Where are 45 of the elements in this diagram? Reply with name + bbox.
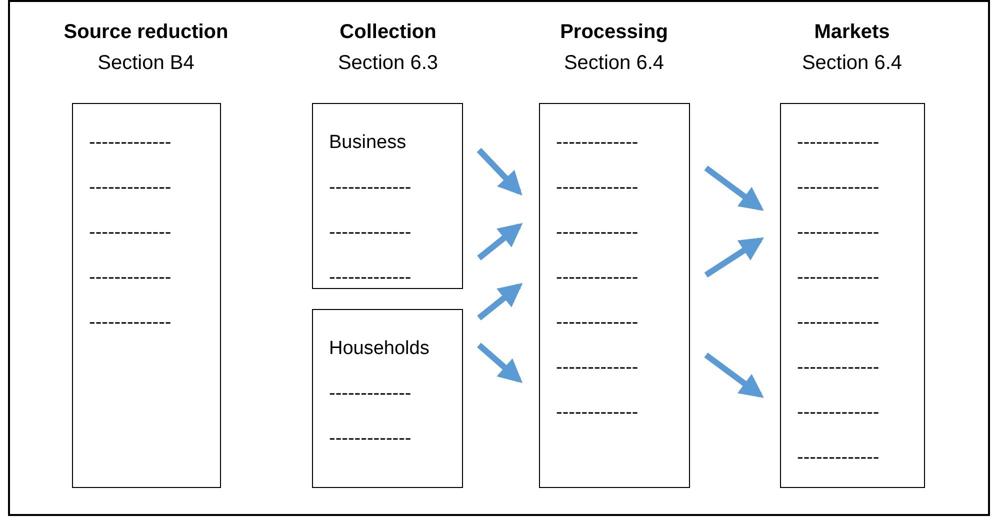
- blank-line: -------------: [556, 402, 638, 424]
- blank-line: -------------: [556, 222, 638, 244]
- blank-line: -------------: [797, 402, 880, 424]
- section-reference: Section 6.4: [802, 51, 902, 75]
- blank-line: -------------: [797, 267, 880, 289]
- section-reference: Section 6.4: [564, 51, 664, 75]
- column-box: [539, 103, 690, 488]
- column-box: [312, 309, 463, 488]
- blank-line: -------------: [89, 177, 172, 199]
- column-heading: Source reduction: [64, 20, 228, 44]
- blank-line: -------------: [556, 177, 638, 199]
- box-title: Households: [329, 338, 430, 360]
- blank-line: -------------: [797, 357, 880, 379]
- blank-line: -------------: [329, 222, 412, 244]
- blank-line: -------------: [797, 177, 880, 199]
- blank-line: -------------: [329, 428, 412, 450]
- blank-line: -------------: [89, 132, 172, 154]
- arrow: [704, 166, 764, 211]
- blank-line: -------------: [797, 447, 880, 469]
- blank-line: -------------: [797, 312, 880, 334]
- column-heading: Markets: [814, 20, 890, 44]
- blank-line: -------------: [797, 222, 880, 244]
- column-box: [312, 103, 463, 289]
- blank-line: -------------: [556, 312, 638, 334]
- box-title: Business: [329, 132, 406, 154]
- blank-line: -------------: [556, 357, 638, 379]
- column-heading: Collection: [340, 20, 436, 44]
- column-heading: Processing: [560, 20, 668, 44]
- blank-line: -------------: [329, 383, 412, 405]
- blank-line: -------------: [556, 267, 638, 289]
- blank-line: -------------: [329, 177, 412, 199]
- blank-line: -------------: [329, 267, 412, 289]
- blank-line: -------------: [89, 312, 172, 334]
- section-reference: Section 6.3: [338, 51, 438, 75]
- column-box: [780, 103, 925, 488]
- arrow: [476, 148, 522, 196]
- arrow: [704, 237, 764, 278]
- column-box: [72, 103, 221, 488]
- blank-line: -------------: [89, 267, 172, 289]
- blank-line: -------------: [89, 222, 172, 244]
- blank-line: -------------: [797, 132, 880, 154]
- arrow: [704, 352, 764, 398]
- section-reference: Section B4: [98, 51, 194, 75]
- arrow: [477, 223, 523, 260]
- blank-line: -------------: [556, 132, 638, 154]
